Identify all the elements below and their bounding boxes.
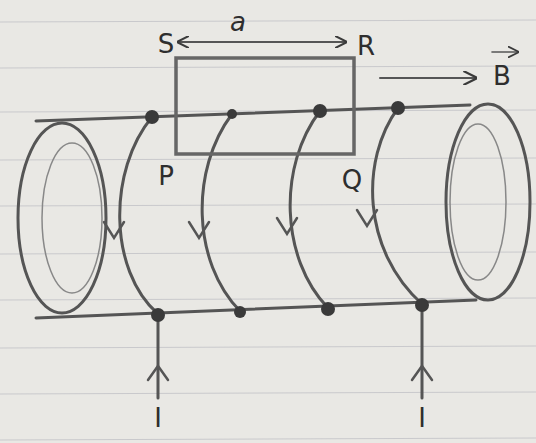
corner-label: P bbox=[158, 163, 174, 189]
coil-turn bbox=[120, 117, 158, 314]
coil-turn bbox=[202, 114, 240, 311]
current-lead bbox=[421, 306, 424, 398]
solenoid-side bbox=[36, 300, 476, 318]
dimension-label: a bbox=[230, 9, 246, 35]
solenoid-end bbox=[18, 123, 106, 313]
current-arrow bbox=[357, 210, 377, 226]
ruled-lines bbox=[0, 20, 536, 440]
field-arrow bbox=[380, 77, 476, 79]
current-lead bbox=[157, 316, 160, 398]
corner-label: S bbox=[158, 31, 175, 57]
current-label: I bbox=[154, 405, 162, 431]
solenoid-end bbox=[446, 104, 530, 300]
solenoid-end-inner bbox=[42, 143, 102, 293]
rectangular-loop bbox=[176, 58, 354, 154]
current-arrow bbox=[412, 366, 432, 380]
field-label: B bbox=[493, 63, 511, 89]
current-arrow bbox=[277, 218, 297, 234]
corner-label: Q bbox=[342, 167, 362, 193]
solenoid-end-inner bbox=[450, 124, 506, 280]
current-arrow bbox=[148, 366, 168, 380]
current-arrow bbox=[189, 222, 209, 238]
coil-turn bbox=[373, 108, 422, 304]
corner-label: R bbox=[357, 33, 375, 59]
current-arrow bbox=[104, 222, 124, 238]
current-label: I bbox=[418, 405, 426, 431]
dimension-arrow bbox=[178, 41, 346, 43]
vector-arrow bbox=[492, 51, 518, 53]
coil-dots bbox=[145, 101, 429, 322]
coil-turn bbox=[290, 111, 328, 308]
